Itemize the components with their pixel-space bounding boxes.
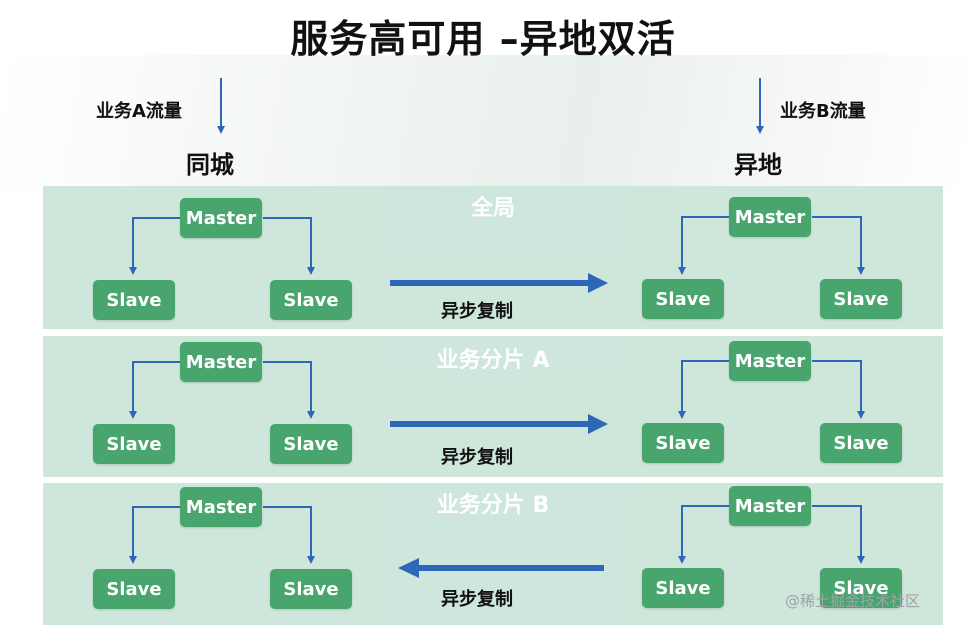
background-decoration	[0, 55, 966, 190]
link-b1-left-master-slave2	[263, 217, 315, 275]
replication-arrow-3-head	[398, 558, 419, 578]
replication-arrow-1-head	[588, 273, 608, 293]
replication-arrow-3-shaft	[418, 565, 604, 571]
link-b2-left-master-slave1	[129, 361, 180, 419]
band1-right-master: Master	[729, 197, 811, 237]
traffic-a-label: 业务A流量	[96, 101, 182, 122]
band2-right-master: Master	[729, 341, 811, 381]
site-local-label: 同城	[186, 151, 234, 179]
link-b3-right-master-slave2	[812, 505, 865, 564]
band3-right-slave-2: Slave	[820, 568, 902, 608]
band2-right-slave-1: Slave	[642, 423, 724, 463]
band2-left-master: Master	[180, 342, 262, 382]
band1-left-master: Master	[180, 198, 262, 238]
band2-left-slave-1: Slave	[93, 424, 175, 464]
link-b1-right-master-slave2	[812, 216, 865, 275]
band-shard-a-title: 业务分片 A	[436, 348, 550, 373]
band3-left-master: Master	[180, 487, 262, 527]
band2-replication-label: 异步复制	[441, 447, 513, 468]
link-b3-right-master-slave1	[678, 505, 729, 564]
band2-right-slave-2: Slave	[820, 423, 902, 463]
replication-arrow-2-shaft	[390, 421, 590, 427]
link-b2-left-master-slave2	[263, 361, 315, 419]
link-b2-right-master-slave1	[678, 360, 729, 419]
band1-right-slave-1: Slave	[642, 279, 724, 319]
link-b1-right-master-slave1	[678, 216, 729, 275]
band-shard-b-title: 业务分片 B	[436, 493, 550, 518]
watermark: @稀土掘金技术社区	[785, 592, 921, 610]
traffic-b-label: 业务B流量	[780, 101, 866, 122]
replication-arrow-1-shaft	[390, 280, 590, 286]
band-global-title: 全局	[470, 196, 515, 221]
site-remote-label: 异地	[734, 151, 782, 179]
link-b2-right-master-slave2	[812, 360, 865, 419]
band2-left-slave-2: Slave	[270, 424, 352, 464]
band3-right-slave-1: Slave	[642, 568, 724, 608]
band3-right-master: Master	[729, 486, 811, 526]
band1-replication-label: 异步复制	[441, 301, 513, 322]
link-b1-left-master-slave1	[129, 217, 180, 275]
page-title: 服务高可用 –异地双活	[290, 17, 676, 61]
band3-left-slave-2: Slave	[270, 569, 352, 609]
band1-left-slave-2: Slave	[270, 280, 352, 320]
link-b3-left-master-slave2	[263, 506, 315, 564]
band1-right-slave-2: Slave	[820, 279, 902, 319]
band3-left-slave-1: Slave	[93, 569, 175, 609]
band1-left-slave-1: Slave	[93, 280, 175, 320]
band3-replication-label: 异步复制	[441, 589, 513, 610]
replication-arrow-2-head	[588, 414, 608, 434]
link-b3-left-master-slave1	[129, 506, 180, 564]
